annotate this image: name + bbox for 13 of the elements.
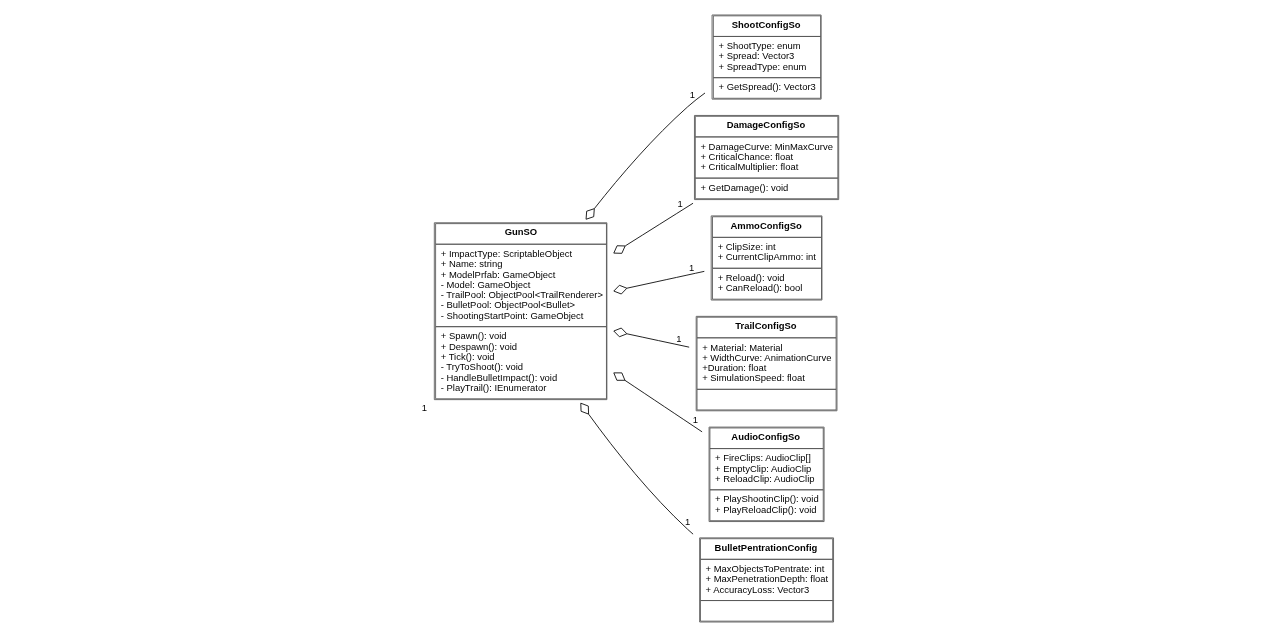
edge-label: 1 [689, 261, 695, 273]
connector [585, 92, 706, 220]
connector [580, 402, 694, 535]
connector [613, 327, 690, 348]
connector [613, 372, 703, 433]
edge-label: 1 [676, 332, 682, 344]
connector [613, 270, 705, 295]
edge-label: 1 [685, 515, 691, 527]
node-label: 1 [421, 401, 428, 413]
edge-label: 1 [692, 414, 699, 426]
connector [613, 202, 694, 254]
edge-label: 1 [677, 198, 683, 210]
edge-label: 1 [689, 88, 695, 100]
